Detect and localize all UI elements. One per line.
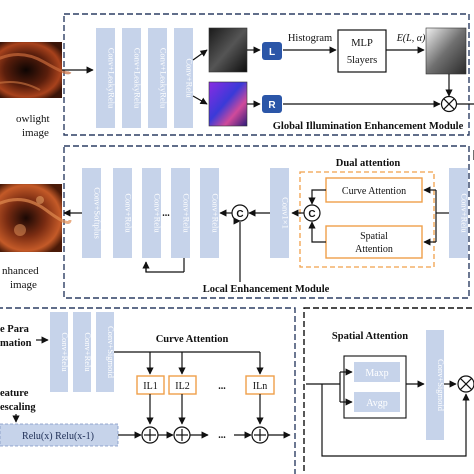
il-label-2: IL2: [175, 381, 189, 392]
local-right-conv-block: [449, 168, 468, 258]
enhanced-illumination-image: [425, 27, 467, 75]
local-conv-block-4: [171, 168, 190, 258]
local-conv-block-2: [113, 168, 132, 258]
local-ellipsis: ...: [162, 208, 170, 219]
illumination-map-image: [208, 27, 248, 73]
avgp-label: Avgp: [366, 398, 387, 409]
global-conv-block-4: [174, 28, 193, 128]
spatial-multiply-operator: [457, 375, 474, 393]
local-conv-label-2: Conv+Relu: [124, 193, 134, 233]
curve-conv-label-1: Conv+Relu: [60, 332, 70, 372]
feature-rescaling-label-line2: escaling: [0, 402, 36, 413]
global-module-border: [63, 13, 470, 136]
branch-l-label: L: [269, 47, 275, 58]
local-conv-label-3: Conv+Relu: [153, 193, 163, 233]
spatial-panel-border: [303, 307, 474, 474]
histogram-label: Histogram: [288, 33, 332, 44]
global-conv-block-2: [122, 28, 141, 128]
output-label-line2: image: [10, 279, 37, 291]
curve-conv-label-2: Conv+Relu: [83, 332, 93, 372]
global-conv-label-4: Conv+Relu: [185, 58, 195, 98]
feature-rescaling-label-line1: eature: [0, 388, 29, 399]
branch-r-label: R: [268, 100, 276, 111]
output-image: [0, 184, 72, 252]
multiply-operator: [440, 95, 458, 113]
curve-panel-title: Curve Attention: [156, 334, 229, 345]
il-label-n: ILn: [253, 381, 267, 392]
mlp-label-line2: 5layers: [347, 55, 377, 66]
local-right-conv-label: Conv+Relu: [460, 193, 470, 233]
curve-conv-block-1: [50, 312, 68, 392]
curve-panel-border: [0, 307, 296, 474]
svg-text:C: C: [308, 209, 315, 220]
input-label-line1: owlight: [16, 113, 50, 125]
local-module-title: Local Enhancement Module: [203, 284, 330, 295]
curve-attention-label: Curve Attention: [342, 186, 406, 197]
mlp-label-line1: MLP: [351, 38, 373, 49]
il-label-1: IL1: [143, 381, 157, 392]
spatial-attention-label-line2: Attention: [355, 244, 393, 255]
curve-conv-block-2: [73, 312, 91, 392]
spatial-conv-block: [426, 330, 444, 440]
avgp-block: [354, 392, 400, 412]
conv1x1-block: [270, 168, 289, 258]
dual-attention-box: [299, 171, 435, 268]
svg-text:C: C: [236, 209, 243, 220]
curve-para-label-line1: e Para: [0, 324, 30, 335]
maxp-block: [354, 362, 400, 382]
local-conv-label-4: Conv+Relu: [182, 193, 192, 233]
local-conv-block-5: [200, 168, 219, 258]
global-conv-label-2: Conv+LeakyRelu: [133, 48, 143, 109]
global-conv-label-1: Conv+LeakyRelu: [107, 48, 117, 109]
relu-formula-box: [0, 423, 119, 447]
outer-concat-operator: C: [231, 204, 249, 222]
mlp-block: [337, 29, 387, 73]
local-conv-block-1: [82, 168, 101, 258]
dual-attention-title: Dual attention: [336, 158, 401, 169]
global-module-title: Global Illumination Enhancement Module: [273, 121, 464, 132]
add-operator-1: [141, 426, 159, 444]
branch-r-badge: [262, 95, 282, 113]
global-conv-block-3: [148, 28, 167, 128]
input-image: [0, 42, 72, 98]
global-conv-block-1: [96, 28, 115, 128]
branch-l-badge: [262, 42, 282, 60]
spatial-attention-box: [325, 225, 423, 259]
curve-conv-label-3: Conv+Sigmoid: [106, 326, 116, 379]
add-operator-2: [173, 426, 191, 444]
spatial-panel-title: Spatial Attention: [332, 331, 408, 342]
input-label-line2: image: [22, 127, 49, 139]
output-label-line1: nhanced: [2, 265, 39, 277]
local-conv-label-5: Conv+Relu: [211, 193, 221, 233]
spatial-conv-label: Conv+Sigmoid: [436, 359, 446, 412]
add-operator-n: [251, 426, 269, 444]
local-conv-block-3: [142, 168, 161, 258]
il-ellipsis: ...: [218, 381, 226, 392]
maxp-label: Maxp: [365, 368, 388, 379]
add-ellipsis: ...: [218, 430, 226, 441]
global-conv-label-3: Conv+LeakyRelu: [159, 48, 169, 109]
conv1x1-label: Conv1×1: [281, 197, 291, 229]
curve-formula: E(L, α): [396, 33, 426, 44]
relu-formula: Relu(x) Relu(x-1): [22, 431, 94, 442]
curve-attention-box: [325, 177, 423, 203]
inner-concat-operator: C: [303, 204, 321, 222]
pooling-group-box: [343, 355, 407, 419]
spatial-attention-label-line1: Spatial: [360, 231, 388, 242]
curve-conv-block-3: [96, 312, 114, 392]
reflectance-map-image: [208, 81, 248, 127]
curve-para-label-line2: mation: [0, 338, 32, 349]
local-conv-label-1: Conv+Softplus: [93, 187, 103, 239]
